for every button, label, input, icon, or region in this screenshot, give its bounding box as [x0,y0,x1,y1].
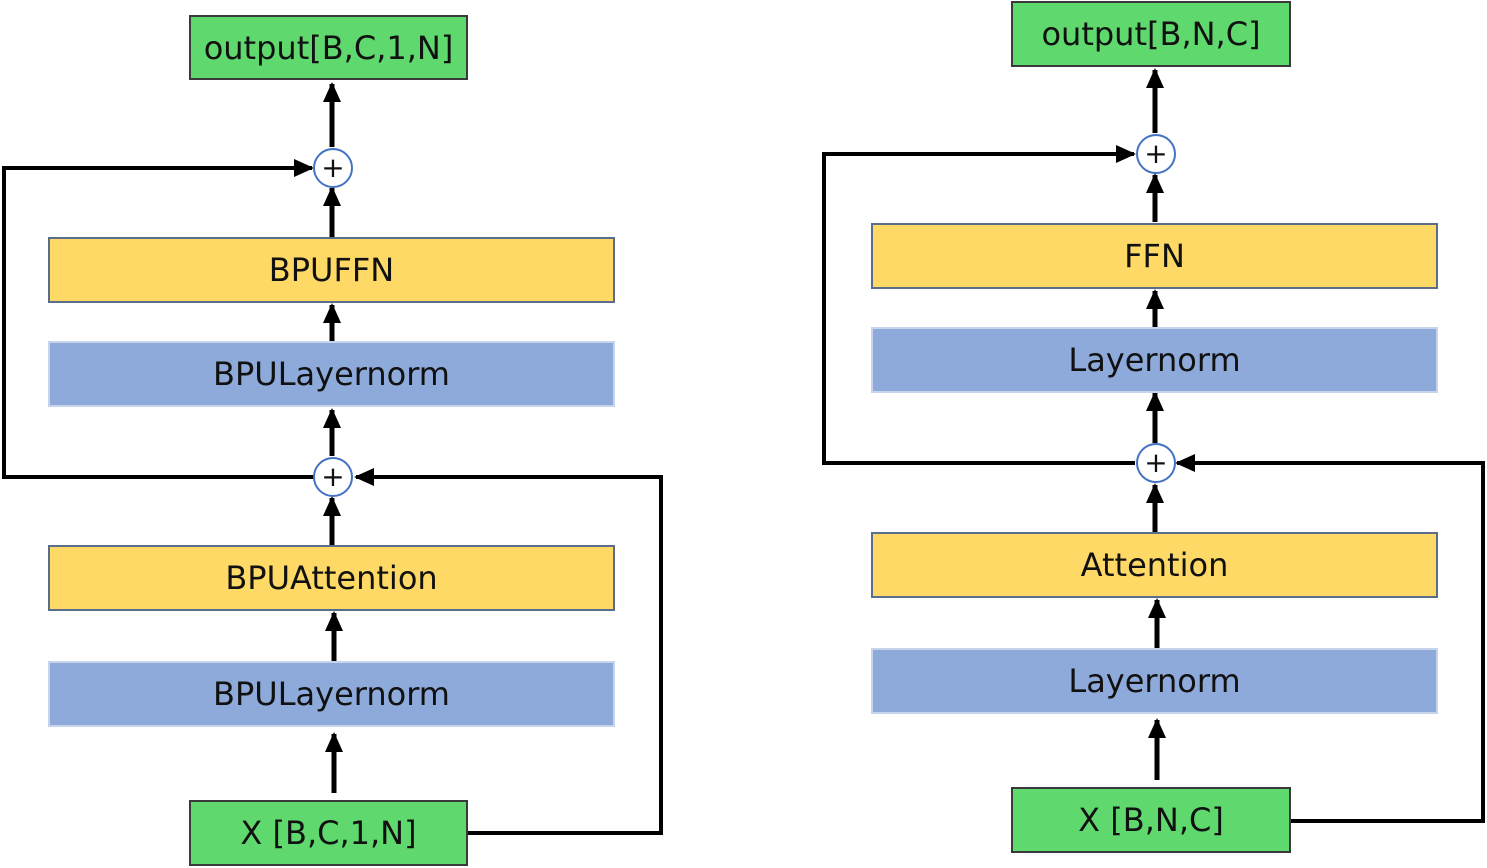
residual-add-node: + [313,148,353,188]
layernorm-block: BPULayernorm [48,661,615,727]
residual-path-attention [1175,454,1485,823]
residual-add-node: + [1136,134,1176,174]
input-node: X [B,C,1,N] [189,800,468,866]
layernorm-block: Layernorm [871,648,1438,714]
ffn-block: BPUFFN [48,237,615,303]
residual-path-ffn [2,159,314,479]
attention-block: BPUAttention [48,545,615,611]
layernorm-block: Layernorm [871,327,1438,393]
residual-path-attention [354,468,663,835]
output-node: output[B,C,1,N] [189,15,468,80]
residual-add-node: + [1136,443,1176,483]
residual-add-node: + [313,457,353,497]
layernorm-block: BPULayernorm [48,341,615,407]
output-node: output[B,N,C] [1011,1,1291,67]
input-node: X [B,N,C] [1011,787,1291,853]
residual-path-ffn [822,145,1136,465]
ffn-block: FFN [871,223,1438,289]
attention-block: Attention [871,532,1438,598]
